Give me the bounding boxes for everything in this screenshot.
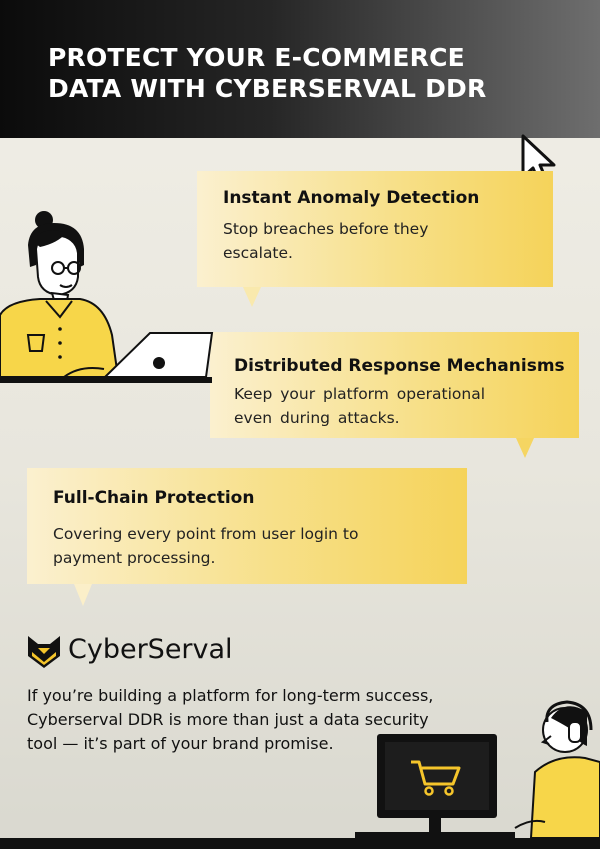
feature-text: Keep your platform operational even duri… bbox=[234, 382, 564, 430]
footer-bar bbox=[0, 838, 600, 849]
brand-name: CyberServal bbox=[68, 634, 233, 665]
closing-line: tool — it’s part of your brand promise. bbox=[27, 734, 334, 753]
feature-text: Stop breaches before they escalate. bbox=[223, 217, 543, 265]
feature-text: Covering every point from user login to … bbox=[53, 522, 453, 570]
shopping-cart-icon bbox=[411, 760, 461, 786]
title-line-2: DATA WITH CYBERSERVAL DDR bbox=[48, 74, 487, 103]
page-title: PROTECT YOUR E-COMMERCE DATA WITH CYBERS… bbox=[48, 42, 568, 104]
person-at-monitor-illustration bbox=[355, 700, 600, 838]
feature-title: Full-Chain Protection bbox=[53, 488, 255, 508]
feature-card-distributed-response: Distributed Response Mechanisms Keep you… bbox=[210, 332, 579, 438]
title-line-1: PROTECT YOUR E-COMMERCE bbox=[48, 43, 465, 72]
closing-line: If you’re building a platform for long-t… bbox=[27, 686, 434, 705]
bubble-tail bbox=[243, 287, 261, 307]
feature-title: Instant Anomaly Detection bbox=[223, 188, 480, 208]
feature-text-line: Stop breaches before they bbox=[223, 220, 429, 238]
bubble-tail bbox=[74, 584, 92, 606]
feature-text-line: escalate. bbox=[223, 244, 293, 262]
closing-statement: If you’re building a platform for long-t… bbox=[27, 684, 497, 756]
woman-with-laptop-illustration bbox=[0, 211, 214, 383]
header-banner: PROTECT YOUR E-COMMERCE DATA WITH CYBERS… bbox=[0, 0, 600, 138]
cyberserval-logo-icon bbox=[28, 636, 60, 668]
feature-text-line: Keep your platform operational bbox=[234, 385, 486, 403]
feature-card-anomaly-detection: Instant Anomaly Detection Stop breaches … bbox=[197, 171, 553, 287]
feature-title: Distributed Response Mechanisms bbox=[234, 356, 565, 376]
feature-card-full-chain: Full-Chain Protection Covering every poi… bbox=[27, 468, 467, 584]
feature-text-line: payment processing. bbox=[53, 549, 216, 567]
closing-line: Cyberserval DDR is more than just a data… bbox=[27, 710, 429, 729]
bubble-tail bbox=[516, 438, 534, 458]
feature-text-line: even during attacks. bbox=[234, 409, 400, 427]
feature-text-line: Covering every point from user login to bbox=[53, 525, 359, 543]
